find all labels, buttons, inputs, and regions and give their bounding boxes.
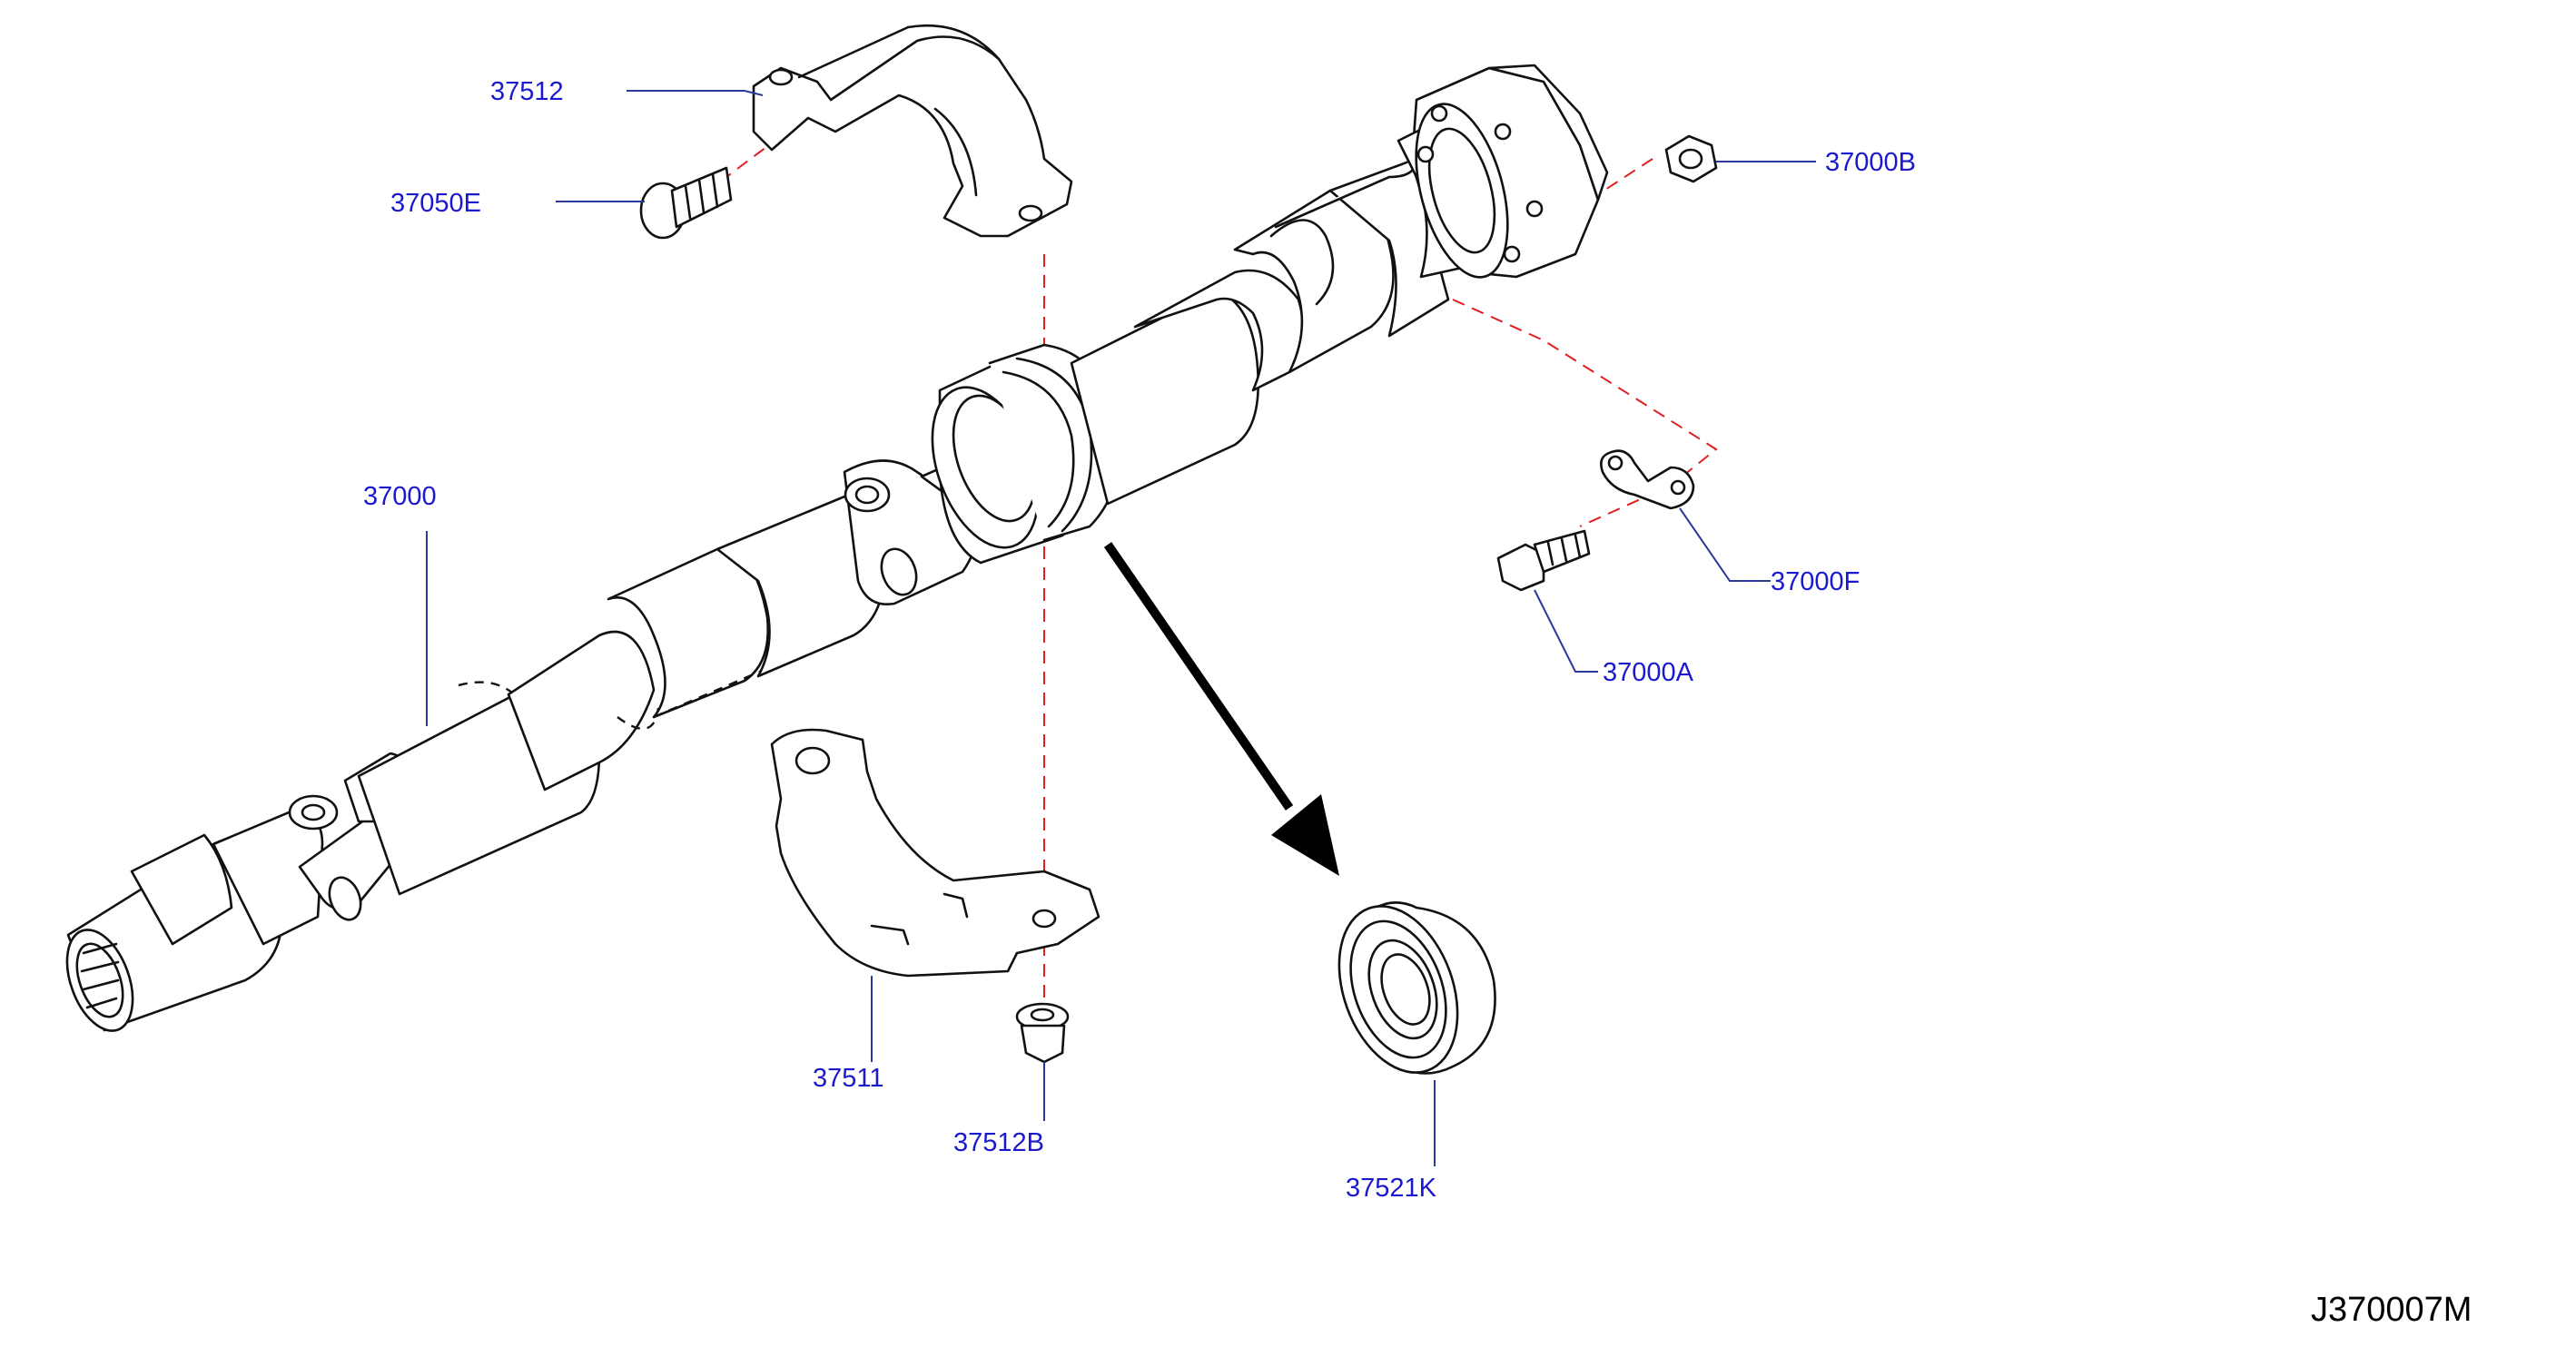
clamp-nut [1015,1002,1070,1064]
callout-labels: 37512 37050E 37000B 37000 37000F 37000A … [363,77,2472,1329]
diagram-code: J370007M [2311,1291,2472,1329]
bolt [1496,529,1591,592]
propeller-shaft [65,64,1609,1032]
leader-lines [426,90,1816,1166]
screw [639,166,733,240]
flange-nut [1664,134,1718,183]
callout-37512: 37512 [490,77,564,106]
callout-37050e: 37050E [390,189,481,218]
callout-37000f: 37000F [1771,567,1860,596]
callout-37521k: 37521K [1346,1174,1437,1203]
callout-37000b: 37000B [1825,148,1916,177]
detail-arrow [1103,542,1339,876]
callout-37511: 37511 [813,1064,884,1093]
callout-37512b: 37512B [953,1128,1044,1157]
bearing [1337,901,1496,1075]
callout-37000: 37000 [363,482,437,511]
clamp-lower [770,728,1100,978]
washer-clip [1600,449,1695,510]
callout-37000a: 37000A [1603,658,1694,687]
clamp-upper [752,24,1073,238]
